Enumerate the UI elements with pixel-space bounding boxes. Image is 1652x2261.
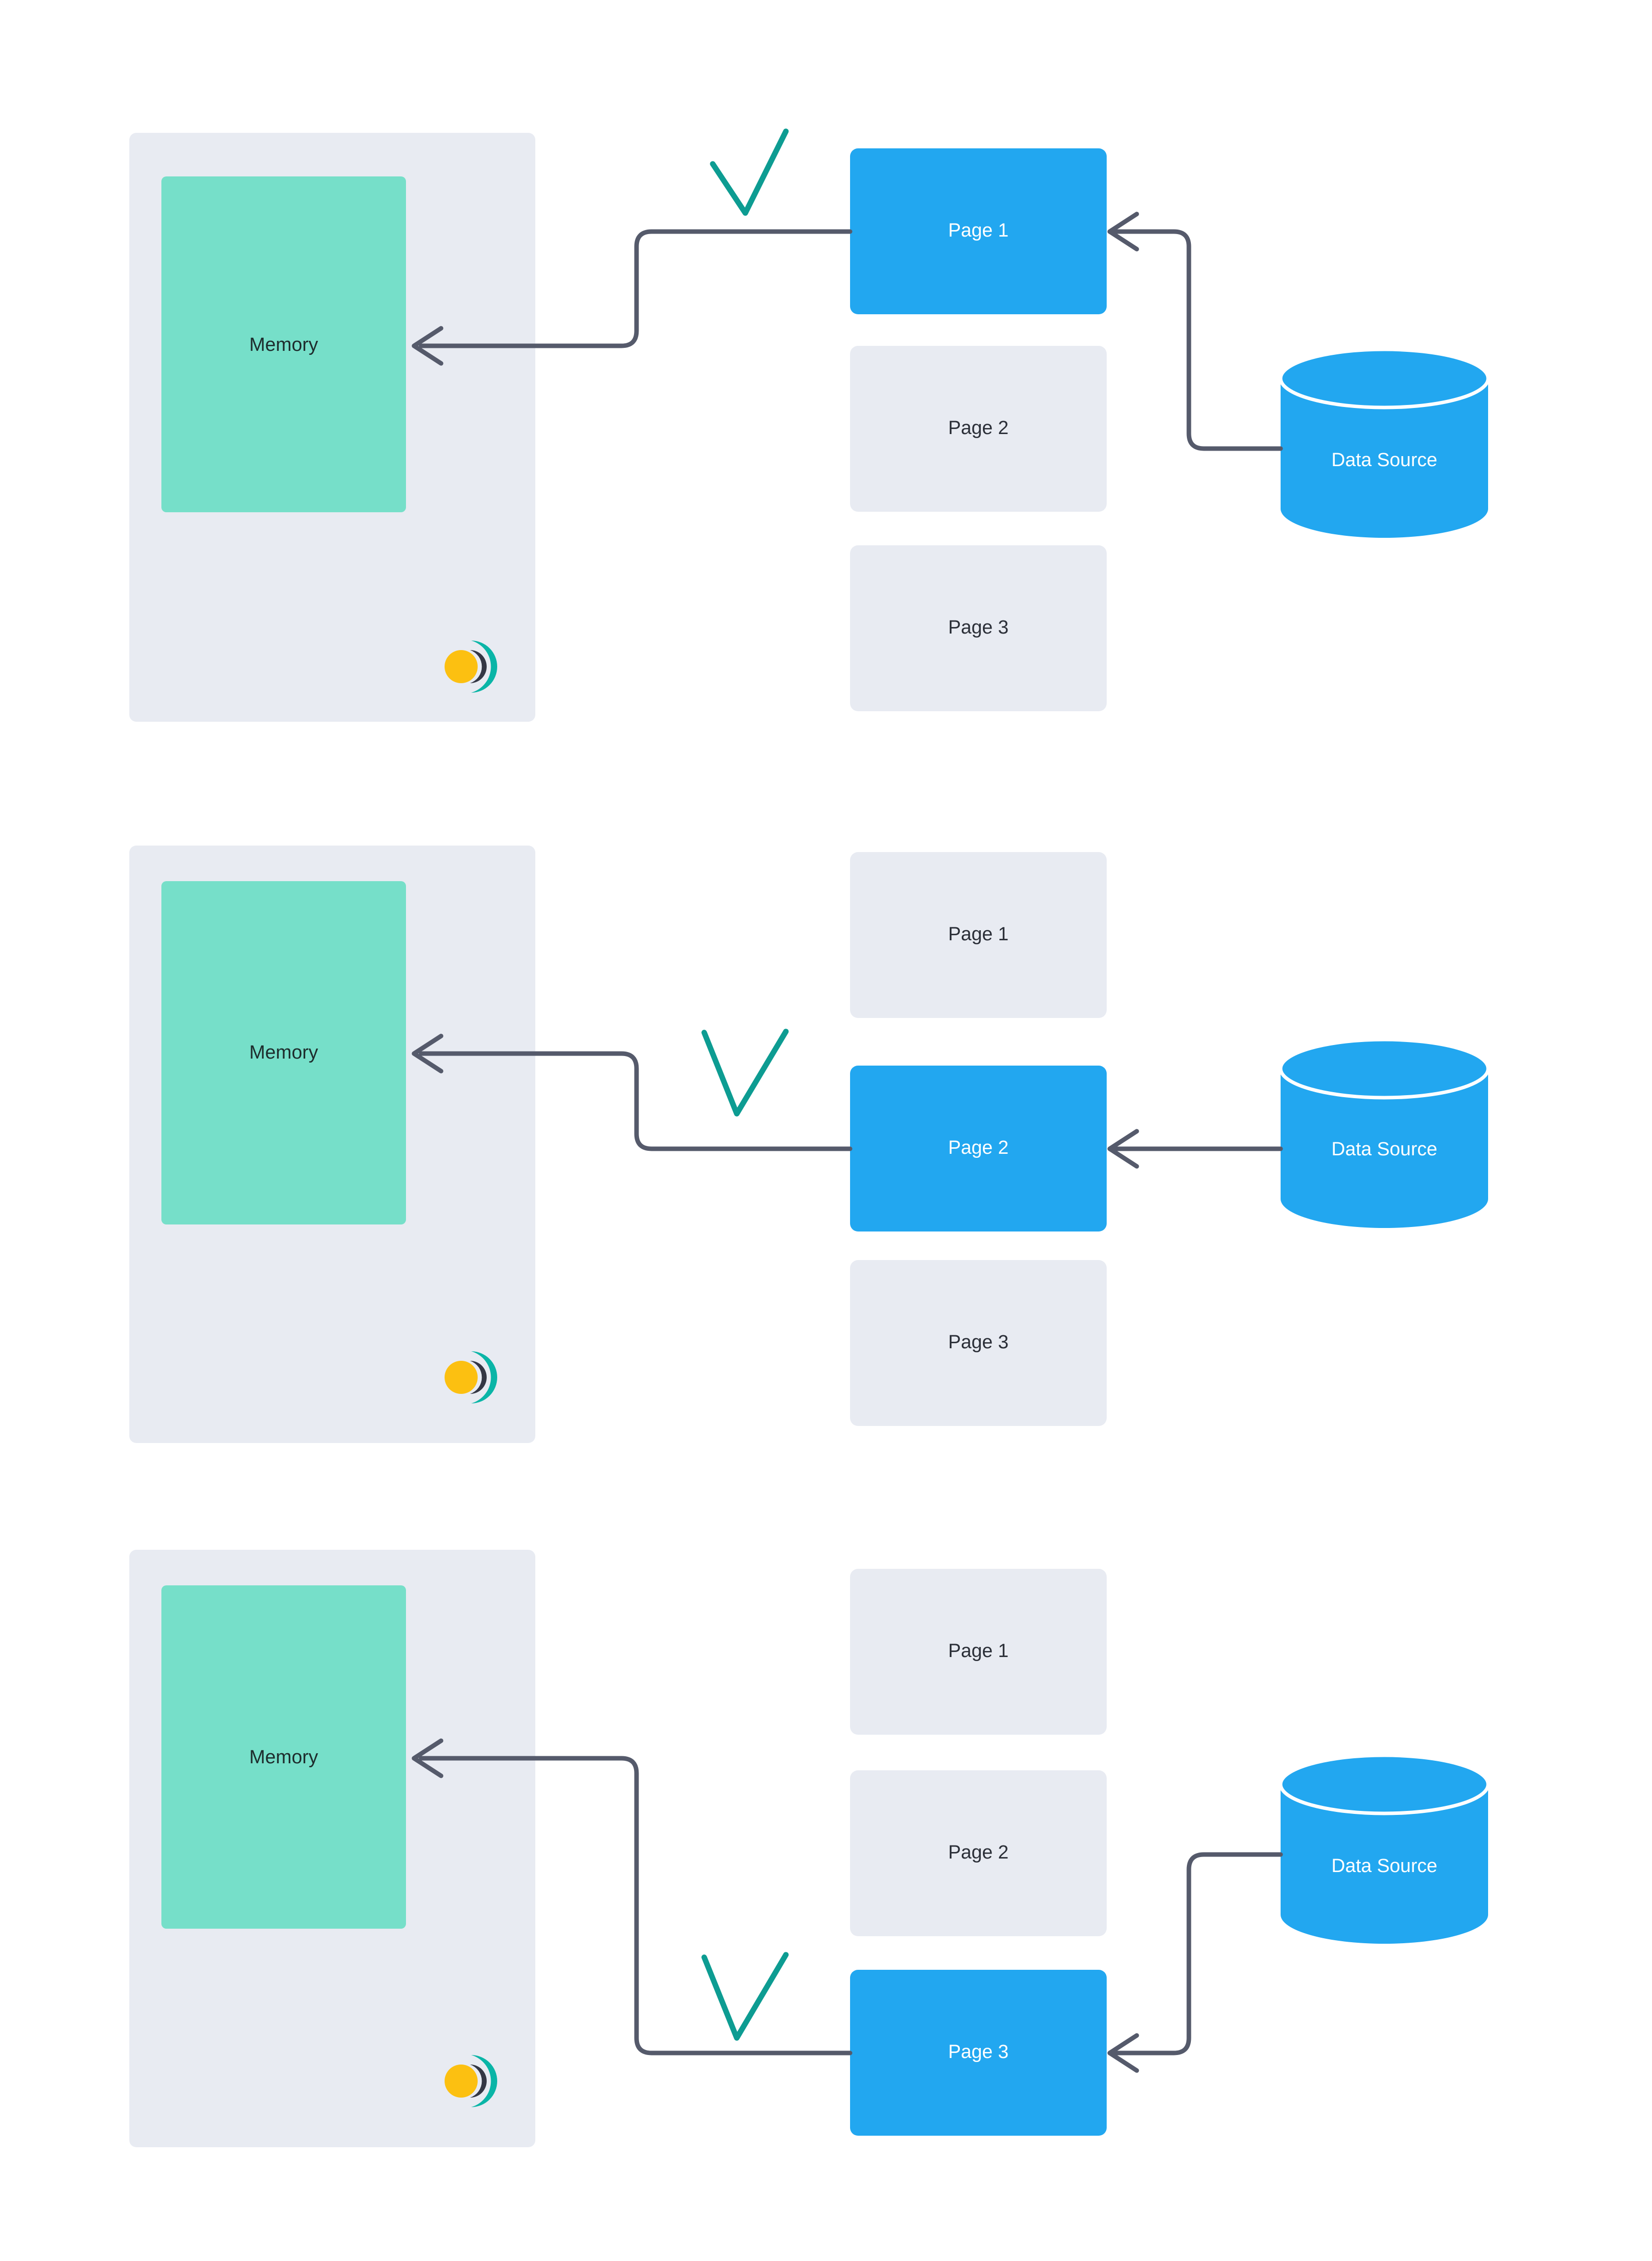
page-label-2: Page 2: [948, 1842, 1008, 1863]
memory-block: [161, 881, 406, 1224]
memory-block: [161, 1585, 406, 1929]
arrowhead-page: [1107, 1129, 1139, 1169]
step-2-group: Memory Page 1 Page 2 Page 3 Data Source: [129, 846, 1490, 1443]
page-label-2: Page 2: [948, 418, 1008, 439]
page-box-1[interactable]: [850, 1569, 1107, 1735]
data-source-label: Data Source: [1331, 1139, 1437, 1160]
page-box-2[interactable]: [850, 1066, 1107, 1231]
brand-logo-icon: [445, 641, 497, 693]
page-label-2: Page 2: [948, 1137, 1008, 1158]
page-box-2[interactable]: [850, 346, 1107, 512]
arrowhead-memory: [411, 1738, 444, 1778]
connector-page-to-memory: [419, 1756, 853, 2056]
data-source-label: Data Source: [1331, 450, 1437, 471]
page-label-1: Page 1: [948, 924, 1008, 945]
page-box-2[interactable]: [850, 1770, 1107, 1936]
page-label-3: Page 3: [948, 1332, 1008, 1353]
page-label-1: Page 1: [948, 1640, 1008, 1662]
memory-label: Memory: [249, 1747, 318, 1768]
connector-source-to-page: [1111, 1852, 1283, 2056]
page-box-1[interactable]: [850, 148, 1107, 314]
data-source-cylinder: Data Source: [1279, 1753, 1490, 1944]
connector-page-to-memory: [419, 1051, 853, 1151]
check-icon: [701, 1952, 789, 2041]
connector-source-to-page: [1111, 229, 1283, 451]
page-box-3[interactable]: [850, 1970, 1107, 2136]
page-box-3[interactable]: [850, 1260, 1107, 1426]
connector-page-to-memory: [419, 229, 853, 348]
page-label-3: Page 3: [948, 617, 1008, 638]
arrowhead-page: [1107, 212, 1139, 252]
arrowhead-memory: [411, 326, 444, 366]
page-box-1[interactable]: [850, 852, 1107, 1018]
arrowhead-page: [1107, 2033, 1139, 2073]
data-source-cylinder: Data Source: [1279, 347, 1490, 538]
step-3-group: Memory Page 1 Page 2 Page 3 Data Source: [129, 1550, 1490, 2147]
data-source-cylinder: Data Source: [1279, 1038, 1490, 1228]
check-icon: [701, 1029, 789, 1117]
step-1-group: Memory Page 1 Page 2 Page 3 Data Source: [129, 128, 1490, 722]
arrowhead-memory: [411, 1034, 444, 1074]
page-box-3[interactable]: [850, 545, 1107, 711]
page-label-3: Page 3: [948, 2041, 1008, 2063]
page-label-1: Page 1: [948, 220, 1008, 241]
memory-label: Memory: [249, 334, 318, 355]
data-source-label: Data Source: [1331, 1856, 1437, 1877]
memory-block: [161, 176, 406, 512]
brand-logo-icon: [445, 1351, 497, 1403]
check-icon: [710, 128, 789, 216]
memory-label: Memory: [249, 1042, 318, 1063]
brand-logo-icon: [445, 2055, 497, 2107]
